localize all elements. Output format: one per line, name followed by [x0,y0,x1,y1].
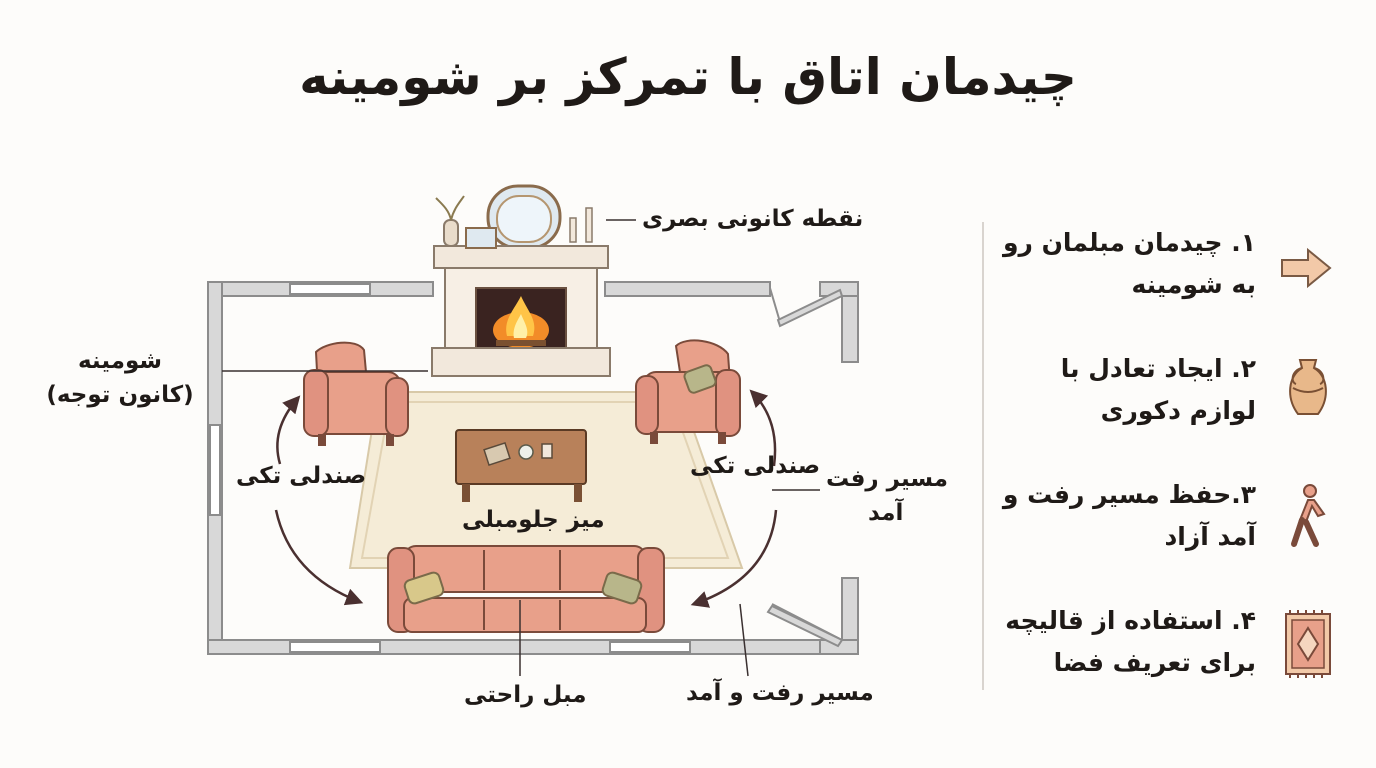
focal-point-label: نقطه کانونی بصری [642,206,864,232]
legend-item-2: ۲. ایجاد تعادل با لوازم دکوری [990,348,1340,438]
traffic-arrows [274,389,778,608]
legend-item-3-line2: آمد آزاد [1164,522,1256,551]
fireplace-sublabel: (کانون توجه) [46,382,194,408]
vase-icon [1289,359,1327,415]
door [766,287,844,648]
legend-item-1-line2: به شومینه [1131,270,1256,299]
sofa [387,545,665,633]
legend-item-3: ۳.حفظ مسیر رفت و آمد آزاد [990,474,1340,564]
traffic-path-label-right-2: آمد [868,500,904,526]
divider [982,222,984,690]
legend-item-2-line1: ۲. ایجاد تعادل با [1060,354,1256,383]
leader-lines [222,219,820,677]
rug-icon [1285,610,1331,678]
legend-item-4: ۴. استفاده از قالیچه برای تعریف فضا [990,600,1340,690]
legend-item-4-line1: ۴. استفاده از قالیچه [1005,606,1256,635]
coffee-table [455,429,587,502]
legend-item-4-line2: برای تعریف فضا [1053,648,1256,677]
traffic-path-label-right: مسیر رفت [826,466,948,492]
arrow-right-icon [1281,247,1332,289]
armchair-right-label: صندلی تکی [690,453,821,479]
sofa-label: مبل راحتی [464,682,587,708]
coffee-table-label: میز جلومبلی [462,507,605,533]
armchair-left-label: صندلی تکی [236,463,367,489]
legend-item-1-line1: ۱. چیدمان مبلمان رو [1002,228,1256,257]
fireplace [431,184,611,377]
legend-item-1: ۱. چیدمان مبلمان رو به شومینه [990,222,1340,312]
room-walls [207,281,859,655]
traffic-path-label-bottom: مسیر رفت و آمد [686,680,874,706]
fireplace-label: شومینه [77,348,162,374]
walking-person-icon [1291,484,1326,547]
legend-item-3-line1: ۳.حفظ مسیر رفت و [1002,480,1256,509]
legend-item-2-line2: لوازم دکوری [1100,396,1256,425]
armchair-left [303,341,409,446]
armchair-right [635,339,741,444]
page-title: چیدمان اتاق با تمرکز بر شومینه [299,48,1077,106]
